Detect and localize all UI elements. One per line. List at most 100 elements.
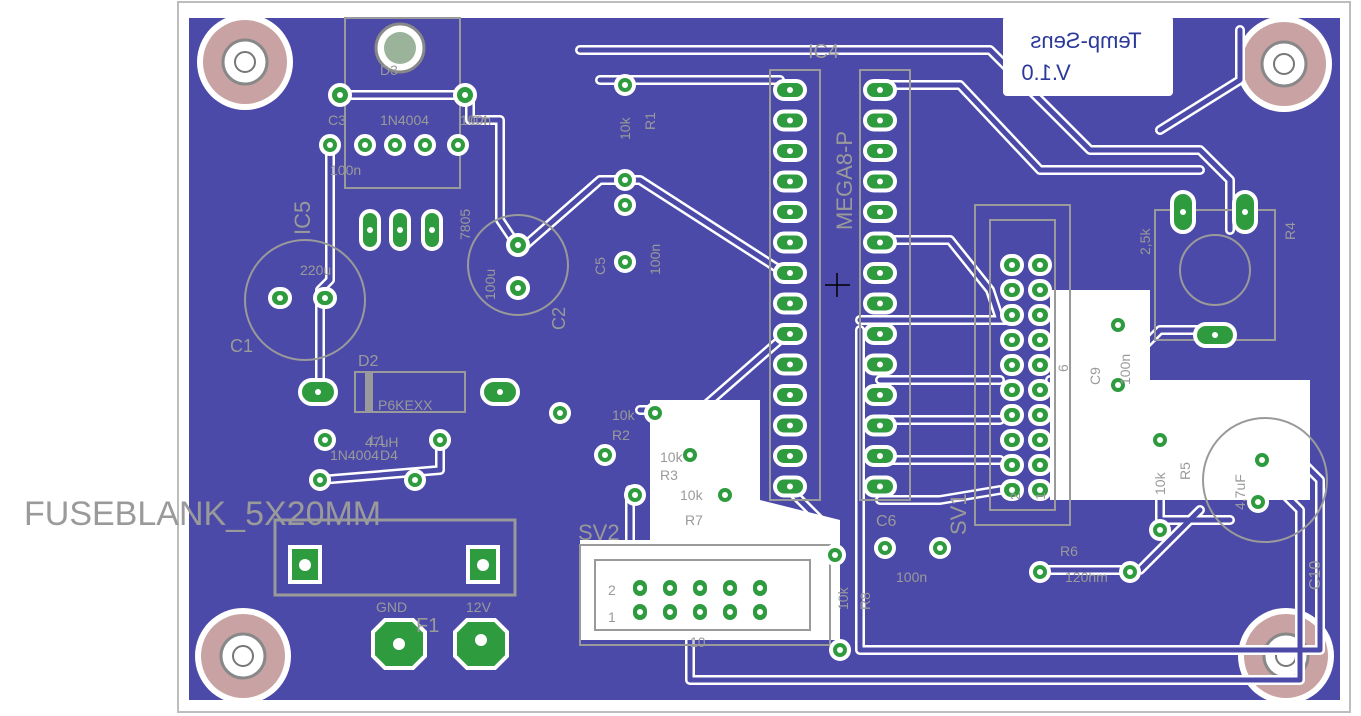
part-ref-d2: D2 [358,353,379,370]
sv2-outline [579,544,831,646]
part-value-c9: 100n [1117,354,1133,385]
part-ref-d4: D4 [380,447,398,463]
ic4-pin-right-14-drill [877,483,883,490]
pad-29-drill [632,492,638,498]
part-value-c4: 100n [460,112,491,128]
sv2-count-label: 10 [690,634,706,650]
pad-43-drill [1212,332,1218,338]
c2-outline [467,214,569,316]
pad-33-drill [832,552,838,558]
ic4-pin-right-2-drill [877,117,883,124]
sv2-label: SV2 [578,520,620,545]
pad-44-drill [1259,457,1265,463]
pad-21-drill [622,82,628,88]
part-ref-r2: R2 [612,427,630,443]
part-value-c3: 100n [330,162,361,178]
sv2-pin-bottom-5-drill [757,609,763,615]
pad-45-drill [1255,499,1261,505]
part-ref-c5: C5 [592,257,608,275]
ic4-outline-left [769,69,821,501]
sv2-pin-top-3-drill [697,585,703,591]
part-value-r1: 10k [617,116,633,140]
pad-41-drill [1180,209,1186,215]
part-ref-c1: C1 [230,336,253,356]
fuse-holder-outline [273,518,517,597]
pad-5-drill [392,142,398,148]
pad-8-drill [367,227,373,233]
gnd-label: GND [376,599,407,615]
pad-6-drill [422,142,428,148]
pad-16-drill [497,389,503,395]
pad-11-drill [277,295,283,301]
pad-13-drill [515,242,521,248]
part-ref-ic5: IC5 [290,201,315,235]
sv1-pin-b-9-drill [1037,462,1043,468]
ic4-pins-right [863,79,897,498]
mounting-hole-top-right [1236,16,1332,112]
part-value-d3: 1N4004 [380,112,429,128]
ic4-origin-cross [825,273,850,297]
ic4-pin-right-6-drill [877,239,883,246]
part-ref-r3: R3 [660,467,678,483]
d2-outline [354,371,466,413]
vin-label: 12V [466,599,492,615]
sv1-pin-b-6-drill [1037,387,1043,393]
part-ref-d3: D3 [380,62,398,78]
r4-trimmer-outline [1179,234,1251,306]
part-value-ic5: 7805 [457,209,473,240]
sv2-pin-bottom-1-drill [637,609,643,615]
c1-outline [244,239,366,361]
ic4-pin-right-4-drill [877,178,883,185]
part-value-c5: 100n [647,244,663,275]
sv1-pin6-label: 6 [1055,364,1071,372]
sv2-pin-bottom-3-drill [697,609,703,615]
ic4-pin-right-12-drill [877,422,883,429]
sv2-pin-top-1-drill [637,585,643,591]
ic4-pin-left-14-drill [787,483,793,490]
ic4-pin-left-3-drill [787,148,793,154]
pad-10-drill [429,227,435,233]
sv1-pin-a-9-drill [1009,462,1015,468]
sv1-pin1-label: 1 [1032,492,1048,500]
pad-40-drill [1115,382,1121,388]
part-value-d4: 1N4004 [330,447,379,463]
ic4-pin-right-9-drill [877,331,883,337]
mirror-label-box [1003,16,1173,96]
sv2-pin-bottom-4-drill [727,609,733,615]
part-value-c6: 100n [896,569,927,585]
pad-38-drill [1157,527,1163,533]
part-value-r3: 10k [660,449,684,465]
sv2-pins [629,576,771,624]
ic4-pin-left-12-drill [787,422,793,429]
ic4-ref-label: IC4 [808,41,839,63]
ic5-hole-inner [384,32,416,64]
mounting-hole-bottom-left [195,608,291,704]
sv2-pin-bottom-2-drill [667,609,673,615]
part-value-c10: 4,7uF [1232,474,1248,510]
part-value-l1: 47uH [365,434,398,450]
part-value-r5: 10k [1152,471,1168,495]
sv1-pin-a-2-drill [1009,287,1015,293]
clearance-zone-right [1050,290,1310,500]
part-ref-r4: R4 [1282,222,1298,240]
pad-12-drill [322,295,328,301]
pad-15-drill [315,389,321,395]
sv1-pin-a-7-drill [1009,412,1015,418]
sv1-pin2-label: 2 [1007,492,1023,500]
pad-19-drill [317,477,323,483]
part-ref-r6: R6 [1060,543,1078,559]
ic4-pin-right-7-drill [877,270,883,276]
sv1-pin-b-5-drill [1037,362,1043,368]
pad-39-drill [1115,322,1121,328]
ic4-pin-left-10-drill [787,361,793,368]
sv1-pin-a-6-drill [1009,387,1015,393]
part-ref-c9: C9 [1087,367,1103,385]
pad-2-drill [462,92,468,98]
pad-14-drill [515,285,521,291]
part-value-r7: 10k [680,487,704,503]
part-value-r8: 10k [835,586,851,610]
sv1-inner [989,219,1056,511]
pad-27-drill [602,452,608,458]
part-value-r4: 2,5k [1137,228,1153,255]
